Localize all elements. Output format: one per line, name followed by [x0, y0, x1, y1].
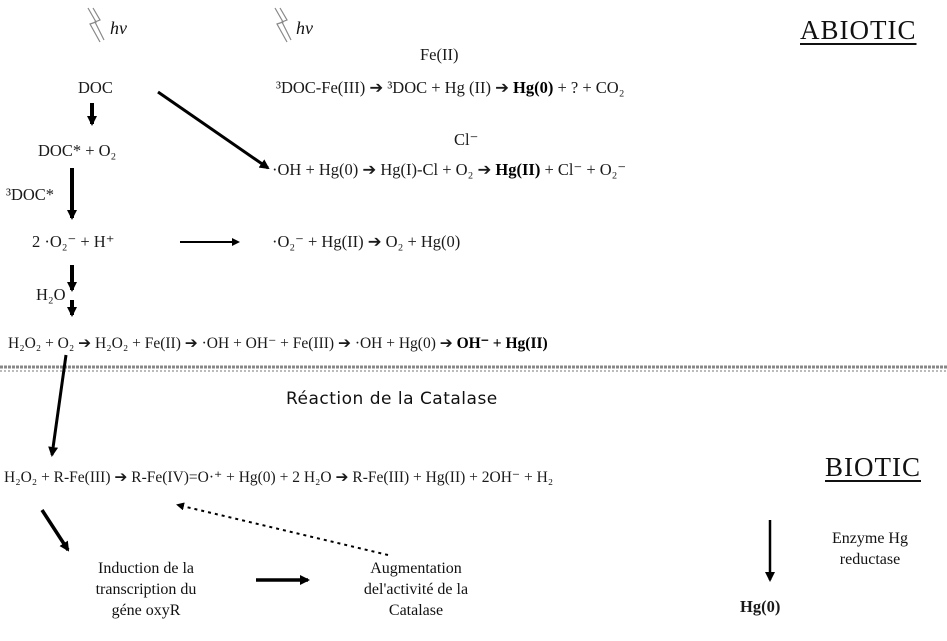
- reaction-row-1: ³DOC-Fe(III) ➔ ³DOC + Hg (II) ➔ Hg(0) + …: [276, 78, 625, 97]
- reaction-row-5: H₂O₂ + R-Fe(III) ➔ R-Fe(IV)=O·⁺ + Hg(0) …: [4, 469, 554, 486]
- fe2-catalyst-label: Fe(II): [420, 45, 459, 64]
- hv-label: hν: [296, 18, 313, 38]
- water-label: H₂O: [36, 285, 66, 304]
- row4-step4: ·OH + Hg(0): [354, 335, 436, 352]
- catalase-title: Réaction de la Catalase: [286, 389, 498, 409]
- row4-step5: OH⁻ + Hg(II): [456, 335, 548, 352]
- abiotic-biotic-divider: [0, 365, 947, 372]
- row5-products: R-Fe(III) + Hg(II) + 2OH⁻ + H₂: [352, 469, 554, 486]
- augmentation-line-3: Catalase: [388, 602, 444, 619]
- induction-line-3: géne oxyR: [111, 602, 181, 619]
- row3-products: O₂ + Hg(0): [385, 232, 461, 251]
- row1-reactant: ³DOC-Fe(III): [276, 78, 366, 97]
- augmentation-line-1: Augmentation: [370, 560, 462, 577]
- superoxide-label: 2 ·O₂⁻ + H⁺: [32, 232, 115, 251]
- induction-block: Induction de la transcription du géne ox…: [56, 558, 236, 621]
- light-bolt-icon: [87, 7, 105, 43]
- doc-triplet-label: ³DOC*: [6, 185, 55, 204]
- enzyme-line-1: Enzyme Hg: [832, 530, 908, 547]
- doc-label: DOC: [78, 78, 113, 97]
- arrow-h2o2-to-catalase: [48, 354, 68, 457]
- row5-reactant: H₂O₂ + R-Fe(III): [4, 469, 111, 486]
- arrow-doc-to-oh: [157, 90, 270, 170]
- row5-intermediate: R-Fe(IV)=O·⁺ + Hg(0) + 2 H₂O: [131, 469, 332, 486]
- augmentation-block: Augmentation del'activité de la Catalase: [326, 558, 506, 621]
- row2-reactant: ·OH + Hg(0): [272, 160, 359, 179]
- doc-star-o2-label: DOC* + O₂: [38, 141, 117, 160]
- row1-hg0: Hg(0): [513, 78, 554, 97]
- row1-products: + ? + CO₂: [557, 78, 625, 97]
- row3-reactant: ·O₂⁻ + Hg(II): [272, 232, 364, 251]
- dotted-feedback-arrow: [176, 502, 389, 556]
- row4-step2: H₂O₂ + Fe(II): [95, 335, 181, 352]
- enzyme-label: Enzyme Hg reductase: [800, 528, 940, 570]
- row1-intermediate: ³DOC + Hg (II): [387, 78, 491, 97]
- induction-line-1: Induction de la: [98, 560, 194, 577]
- row2-hg2: Hg(II): [495, 160, 541, 179]
- hv-label: hν: [110, 18, 127, 38]
- row2-products: + Cl⁻ + O₂⁻: [544, 160, 627, 179]
- induction-line-2: transcription du: [95, 581, 197, 598]
- chloride-label: Cl⁻: [454, 130, 479, 149]
- header-abiotic: ABIOTIC: [800, 15, 917, 45]
- header-biotic: BIOTIC: [825, 452, 921, 482]
- reaction-row-2: ·OH + Hg(0) ➔ Hg(I)-Cl + O₂ ➔ Hg(II) + C…: [272, 160, 627, 179]
- row4-step3: ·OH + OH⁻ + Fe(III): [201, 335, 335, 352]
- final-hg0-label: Hg(0): [740, 597, 781, 616]
- augmentation-line-2: del'activité de la: [363, 581, 469, 598]
- light-bolt-icon: [274, 7, 292, 43]
- row2-intermediate: Hg(I)-Cl + O₂: [380, 160, 474, 179]
- arrow-to-induction: [40, 509, 70, 552]
- enzyme-line-2: reductase: [839, 551, 901, 568]
- reaction-row-4: H₂O₂ + O₂ ➔ H₂O₂ + Fe(II) ➔ ·OH + OH⁻ + …: [8, 335, 548, 352]
- reaction-row-3: ·O₂⁻ + Hg(II) ➔ O₂ + Hg(0): [272, 232, 461, 251]
- row4-step1: H₂O₂ + O₂: [8, 335, 75, 352]
